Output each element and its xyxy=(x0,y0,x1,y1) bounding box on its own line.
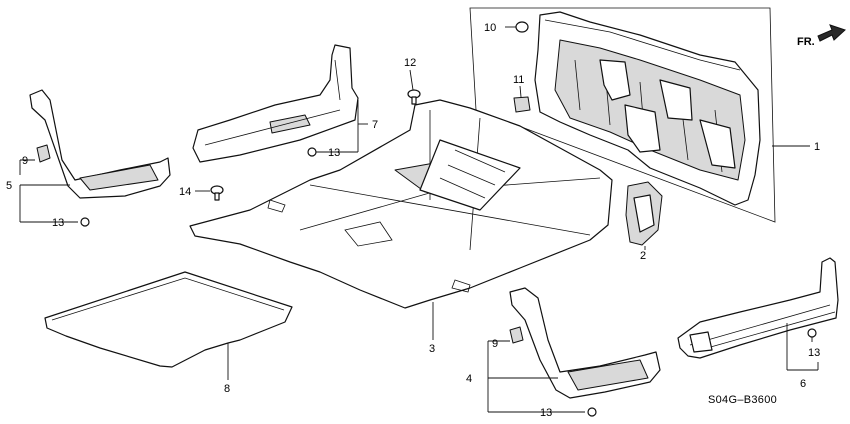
clip-12-stem xyxy=(411,96,417,105)
diagram-code: S04G–B3600 xyxy=(708,394,777,406)
insulator-opening-left xyxy=(599,59,631,101)
insulator-top-edge xyxy=(544,19,741,71)
dashboard-insulator xyxy=(469,7,776,223)
side-trim-5-pad xyxy=(79,164,159,191)
grommet-11: 11 xyxy=(513,74,531,113)
grommet-11-shape xyxy=(513,96,531,113)
clip-13-upper xyxy=(307,147,317,157)
callout-7: 7 xyxy=(372,119,378,131)
clip-9-right xyxy=(509,326,524,344)
callout-9-left: 9 xyxy=(22,155,28,167)
floor-carpet-tunnel-lines xyxy=(439,149,506,199)
callout-6: 6 xyxy=(800,378,806,390)
side-trim-6-shape xyxy=(677,257,839,359)
bracket-2-face xyxy=(633,194,655,233)
leader-4-bracket xyxy=(487,340,585,413)
side-trim-6: 13 6 xyxy=(677,257,839,390)
callout-12: 12 xyxy=(404,57,416,69)
trunk-mat: 8 xyxy=(44,271,293,395)
floor-carpet-tabs xyxy=(267,199,471,293)
bracket-2: 2 xyxy=(625,181,663,262)
insulator-tab xyxy=(624,104,661,153)
insulator-opening-right xyxy=(699,119,736,169)
floor-carpet-outline xyxy=(189,99,613,309)
front-arrow-icon xyxy=(817,24,846,42)
callout-4: 4 xyxy=(466,373,472,385)
clip-12: 12 xyxy=(404,57,421,105)
clip-13-left xyxy=(80,217,90,227)
clip-13-bottom xyxy=(587,407,597,417)
side-trim-6-tab xyxy=(689,331,713,353)
callout-13-bottom: 13 xyxy=(540,407,552,419)
side-trim-4-pad xyxy=(567,359,649,391)
floor-carpet: 3 xyxy=(189,99,613,355)
clip-14-stem xyxy=(214,192,220,201)
callout-13-upper: 13 xyxy=(328,147,340,159)
clip-9-left xyxy=(36,144,51,163)
floor-carpet-tunnel xyxy=(419,139,521,211)
callout-8: 8 xyxy=(224,383,230,395)
callout-10: 10 xyxy=(484,22,496,34)
insulator-opening-center xyxy=(659,79,693,121)
floor-carpet-ribs xyxy=(299,110,601,251)
side-trim-7-pad xyxy=(269,114,311,134)
clip-13-right xyxy=(807,328,817,338)
side-trim-7: 7 13 xyxy=(192,44,378,163)
callout-14: 14 xyxy=(179,186,191,198)
leader-5-bracket xyxy=(19,159,78,223)
callout-13-right: 13 xyxy=(808,347,820,359)
callout-13-left: 13 xyxy=(52,217,64,229)
leader-6-bracket xyxy=(786,323,819,371)
clip-14: 14 xyxy=(179,185,224,201)
callout-9-right: 9 xyxy=(492,338,498,350)
callout-3: 3 xyxy=(429,343,435,355)
callout-1: 1 xyxy=(814,141,820,153)
clip-10-head xyxy=(515,21,529,33)
front-direction-indicator: FR. xyxy=(797,24,846,48)
side-trim-7-shape xyxy=(192,44,359,163)
callout-5: 5 xyxy=(6,180,12,192)
callout-11: 11 xyxy=(513,74,524,86)
front-label: FR. xyxy=(797,36,815,48)
trunk-mat-shape xyxy=(44,271,293,368)
leader-12 xyxy=(409,69,414,91)
side-trim-5: 9 5 13 xyxy=(6,89,171,229)
side-trim-6-ribs xyxy=(689,304,836,351)
side-trim-4: 9 4 13 xyxy=(466,287,661,419)
side-trim-7-edge xyxy=(204,59,341,146)
leader-11 xyxy=(519,85,522,98)
insulator-group-frame xyxy=(469,7,776,223)
callout-2: 2 xyxy=(640,250,646,262)
trunk-mat-edge xyxy=(51,277,285,321)
clip-10: 10 xyxy=(484,21,529,34)
